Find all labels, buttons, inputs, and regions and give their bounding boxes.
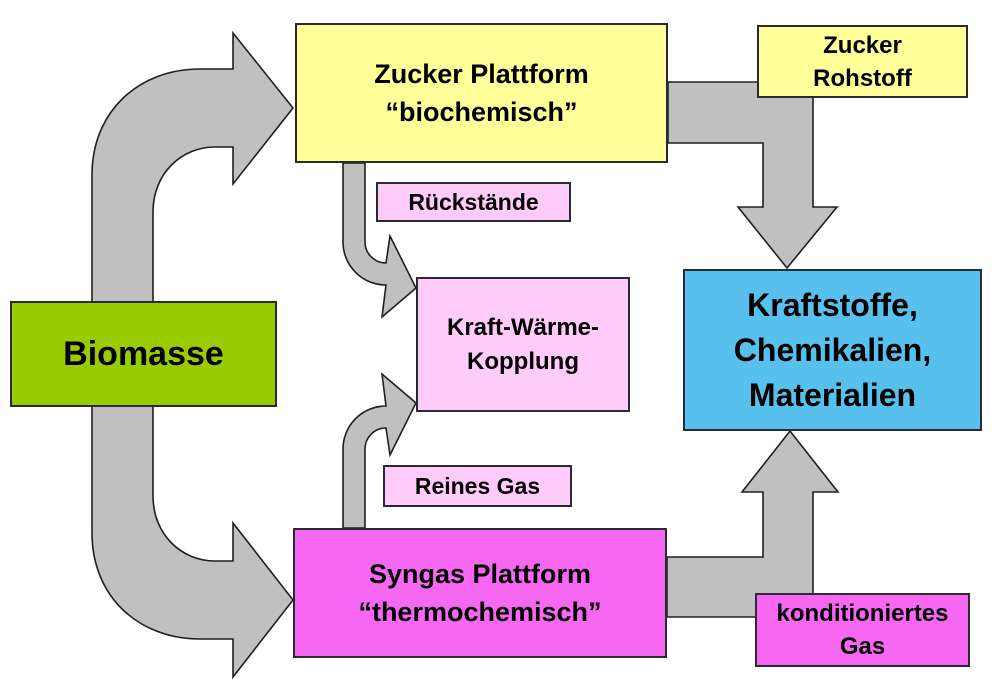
node-kwk-line2: Kopplung (467, 347, 579, 375)
node-konditioniertes-gas: konditioniertes Gas (755, 593, 970, 667)
node-zucker-rohstoff: Zucker Rohstoff (757, 25, 968, 98)
node-syngas-plattform-line1: Syngas Plattform (368, 559, 592, 589)
node-produkte-line2: Chemikalien, (733, 331, 932, 368)
node-zucker-rohstoff-line1: Zucker (823, 31, 902, 59)
arrow-zucker-plattform-to-kwk (342, 162, 417, 319)
node-rueckstaende-label: Rückstände (408, 188, 539, 215)
node-biomasse-label: Biomasse (63, 334, 224, 373)
node-kwk-line1: Kraft-Wärme- (446, 313, 599, 341)
arrow-syngas-plattform-to-produkte (666, 429, 840, 618)
arrow-syngas-plattform-to-kwk (342, 372, 417, 529)
node-zucker-plattform-line1: Zucker Plattform (374, 59, 589, 89)
node-produkte: Kraftstoffe, Chemikalien, Materialien (683, 269, 982, 431)
node-syngas-plattform-line2: “thermochemisch” (358, 597, 602, 627)
node-zucker-plattform-line2: “biochemisch” (385, 97, 578, 127)
node-konditioniertes-gas-line2: Gas (839, 633, 886, 660)
arrow-biomasse-to-syngas-plattform (91, 352, 295, 680)
node-zucker-rohstoff-line2: Rohstoff (813, 64, 912, 92)
arrow-zucker-plattform-to-produkte (667, 81, 839, 270)
arrow-biomasse-to-zucker-plattform (91, 30, 295, 356)
node-zucker-plattform: Zucker Plattform “biochemisch” (295, 23, 668, 163)
node-syngas-plattform: Syngas Plattform “thermochemisch” (293, 528, 667, 658)
node-rueckstaende: Rückstände (376, 182, 571, 222)
node-produkte-line1: Kraftstoffe, (747, 286, 918, 323)
node-reines-gas: Reines Gas (383, 465, 572, 507)
node-kraft-waerme-kopplung: Kraft-Wärme- Kopplung (416, 277, 630, 412)
node-produkte-line3: Materialien (748, 376, 917, 413)
node-konditioniertes-gas-line1: konditioniertes (776, 600, 949, 627)
node-reines-gas-label: Reines Gas (414, 472, 541, 499)
node-biomasse: Biomasse (10, 301, 277, 407)
